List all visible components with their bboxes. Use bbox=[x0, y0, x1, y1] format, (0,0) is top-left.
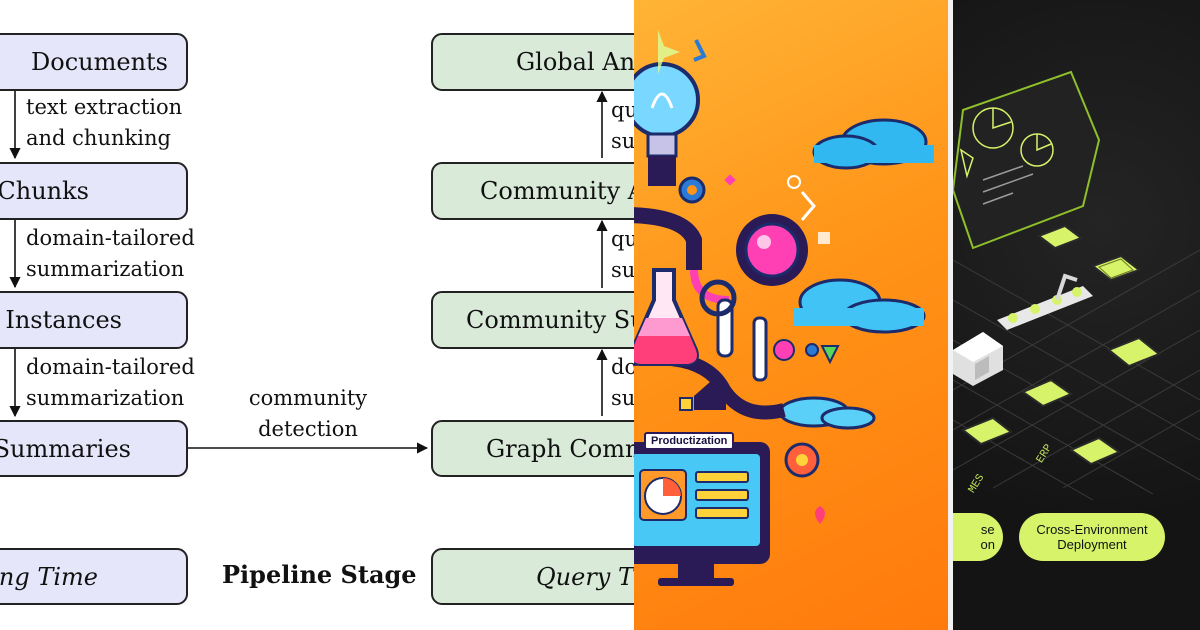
conveyor-icon bbox=[997, 273, 1093, 330]
monitor-icon bbox=[634, 442, 770, 586]
node-summaries: Summaries bbox=[0, 420, 188, 477]
node-graph-communities: Graph Comm bbox=[431, 420, 634, 477]
illustration-artwork bbox=[634, 30, 934, 586]
arrow-layer bbox=[9, 90, 608, 454]
pipeline-stage-title: Pipeline Stage bbox=[222, 560, 417, 589]
chip-icon bbox=[1020, 378, 1074, 408]
cloud-icon bbox=[794, 278, 926, 334]
flask-icon bbox=[634, 268, 699, 366]
node-community-summaries: Community Su bbox=[431, 291, 634, 349]
edge-label-tailored-a-line2: summarization bbox=[26, 257, 185, 281]
node-indexing-time: ing Time bbox=[0, 548, 188, 605]
chip-icon bbox=[961, 416, 1013, 446]
magnifier-icon bbox=[699, 279, 737, 317]
node-community-a: Community A bbox=[431, 162, 634, 220]
edge-label-q3-line2: su bbox=[611, 386, 634, 410]
edge-label-q3-line1: do bbox=[611, 355, 634, 379]
gear-icon bbox=[784, 442, 820, 478]
edge-label-q1-line2: su bbox=[611, 129, 634, 153]
chip-icon bbox=[1068, 436, 1122, 466]
edge-label-extraction-line1: text extraction bbox=[26, 95, 183, 119]
edge-label-detection-line2: detection bbox=[258, 417, 358, 441]
gear-icon bbox=[736, 214, 808, 286]
deployment-platform-panel: ERP MES se on Cross-Environment Deployme… bbox=[953, 0, 1200, 630]
productization-badge: Productization bbox=[644, 432, 735, 450]
node-instances: t Instances bbox=[0, 291, 188, 349]
edge-label-tailored-b-line1: domain-tailored bbox=[26, 355, 195, 379]
gear-icon bbox=[678, 176, 706, 204]
edge-label-detection-line1: community bbox=[248, 386, 368, 410]
productization-illustration-panel: Productization bbox=[634, 0, 948, 630]
panel-divider bbox=[948, 0, 953, 630]
edge-label-tailored-b-line2: summarization bbox=[26, 386, 185, 410]
edge-label-extraction-line2: and chunking bbox=[26, 126, 171, 150]
deployment-pill-partial: se on bbox=[953, 513, 1003, 561]
cross-environment-deployment-pill: Cross-Environment Deployment bbox=[1019, 513, 1165, 561]
node-query-time: Query T bbox=[431, 548, 634, 605]
pipeline-diagram-panel: Documents Chunks t Instances Summaries i… bbox=[0, 33, 634, 605]
node-chunks: Chunks bbox=[0, 162, 188, 220]
isometric-platform-artwork bbox=[953, 70, 1200, 501]
node-global-answer: Global An bbox=[431, 33, 634, 91]
edge-label-q2-line2: su bbox=[611, 258, 634, 282]
cloud-icon bbox=[778, 396, 876, 430]
edge-label-q1-line1: qu bbox=[611, 98, 634, 122]
chip-icon bbox=[1107, 336, 1161, 368]
edge-label-q2-line1: qu bbox=[611, 227, 634, 251]
chip-icon bbox=[1090, 254, 1142, 282]
cloud-icon bbox=[812, 118, 934, 170]
chip-icon bbox=[1036, 224, 1084, 250]
node-documents: Documents bbox=[0, 33, 188, 91]
warehouse-icon bbox=[953, 332, 1003, 386]
light-bulb-icon bbox=[634, 62, 700, 186]
edge-label-tailored-a-line1: domain-tailored bbox=[26, 226, 195, 250]
dashboard-card-icon bbox=[953, 70, 1101, 250]
